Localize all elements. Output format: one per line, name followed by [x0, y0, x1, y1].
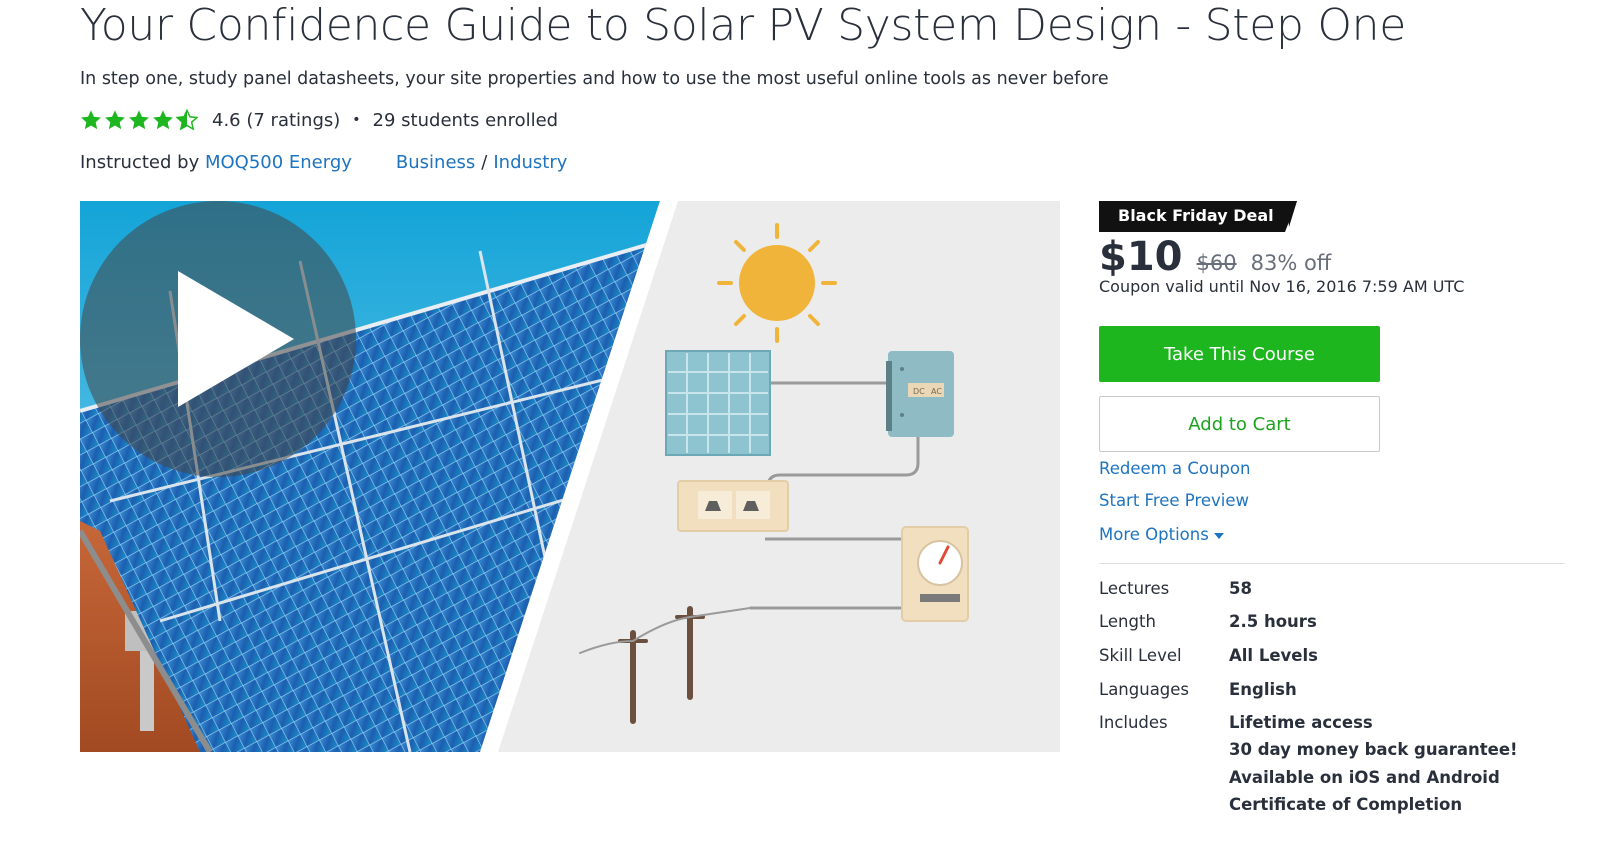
- include-item: Lifetime access: [1229, 713, 1373, 732]
- inverter-ac-label: AC: [931, 387, 942, 396]
- more-options-label: More Options: [1099, 525, 1209, 544]
- breaker-icon: [677, 480, 789, 532]
- more-options-link[interactable]: More Options: [1099, 525, 1224, 544]
- enrolled-count: 29 students enrolled: [372, 109, 559, 131]
- coupon-expiry: Coupon valid until Nov 16, 2016 7:59 AM …: [1099, 277, 1465, 296]
- spec-label: Lectures: [1099, 579, 1170, 598]
- rating-row: 4.6 (7 ratings) • 29 students enrolled: [80, 106, 558, 134]
- current-price: $10: [1099, 234, 1183, 280]
- spec-value: 2.5 hours: [1229, 612, 1317, 631]
- course-subtitle: In step one, study panel datasheets, you…: [80, 69, 1109, 89]
- star-icon: [81, 110, 101, 130]
- panel-icon: [665, 350, 771, 456]
- original-price: $60: [1196, 251, 1237, 275]
- add-to-cart-button[interactable]: Add to Cart: [1099, 396, 1380, 452]
- play-icon[interactable]: [80, 201, 356, 477]
- star-icon: [105, 110, 125, 130]
- inverter-icon: DC AC: [886, 351, 954, 437]
- star-half-icon: [176, 109, 198, 131]
- rating-stars: [80, 109, 200, 131]
- spec-value: All Levels: [1229, 646, 1318, 665]
- include-item: Certificate of Completion: [1229, 795, 1463, 814]
- rating-text: 4.6 (7 ratings): [212, 109, 341, 131]
- spec-label: Includes: [1099, 713, 1168, 732]
- caret-down-icon: [1213, 532, 1224, 539]
- page-title: Your Confidence Guide to Solar PV System…: [80, 0, 1407, 51]
- include-item: Available on iOS and Android: [1229, 768, 1500, 787]
- take-course-button[interactable]: Take This Course: [1099, 326, 1380, 382]
- category-link[interactable]: Business: [395, 151, 476, 173]
- instructor-link[interactable]: MOQ500 Energy: [204, 151, 352, 173]
- breadcrumb: Business / Industry: [396, 152, 568, 173]
- badge-text: Black Friday Deal: [1118, 206, 1274, 225]
- star-icon: [153, 110, 173, 130]
- star-icon: [129, 110, 149, 130]
- power-pole-icon: [579, 606, 751, 724]
- instructed-by-label: Instructed by: [80, 151, 200, 173]
- separator-dot: •: [352, 112, 361, 128]
- price-row: $10 $60 83% off: [1099, 234, 1331, 282]
- spec-value: English: [1229, 680, 1297, 699]
- spec-label: Languages: [1099, 680, 1190, 699]
- course-preview-video[interactable]: DC AC: [80, 201, 1060, 752]
- subcategory-link[interactable]: Industry: [493, 151, 568, 173]
- meter-icon: [901, 526, 969, 622]
- spec-value: 58: [1229, 579, 1252, 598]
- free-preview-link[interactable]: Start Free Preview: [1099, 491, 1250, 510]
- breadcrumb-separator: /: [481, 151, 488, 173]
- spec-label: Length: [1099, 612, 1156, 631]
- black-friday-badge: Black Friday Deal: [1099, 201, 1297, 232]
- discount-percent: 83% off: [1250, 251, 1332, 275]
- sun-icon: [717, 223, 837, 343]
- spec-label: Skill Level: [1099, 646, 1182, 665]
- inverter-dc-label: DC: [913, 387, 925, 396]
- divider: [1099, 563, 1565, 564]
- redeem-coupon-link[interactable]: Redeem a Coupon: [1099, 459, 1251, 478]
- include-item: 30 day money back guarantee!: [1229, 740, 1518, 759]
- instructor-row: Instructed by MOQ500 Energy Business / I…: [80, 148, 567, 176]
